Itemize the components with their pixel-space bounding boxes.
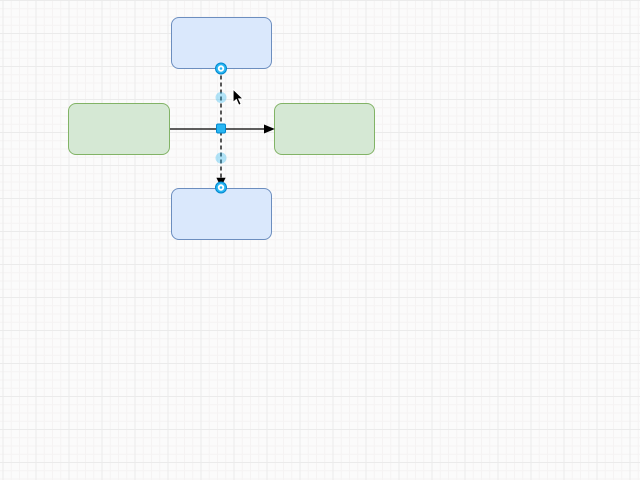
node-bottom-blue[interactable] bbox=[171, 188, 272, 240]
node-top-blue[interactable] bbox=[171, 17, 272, 69]
node-left-green[interactable] bbox=[68, 103, 170, 155]
node-right-green[interactable] bbox=[274, 103, 375, 155]
